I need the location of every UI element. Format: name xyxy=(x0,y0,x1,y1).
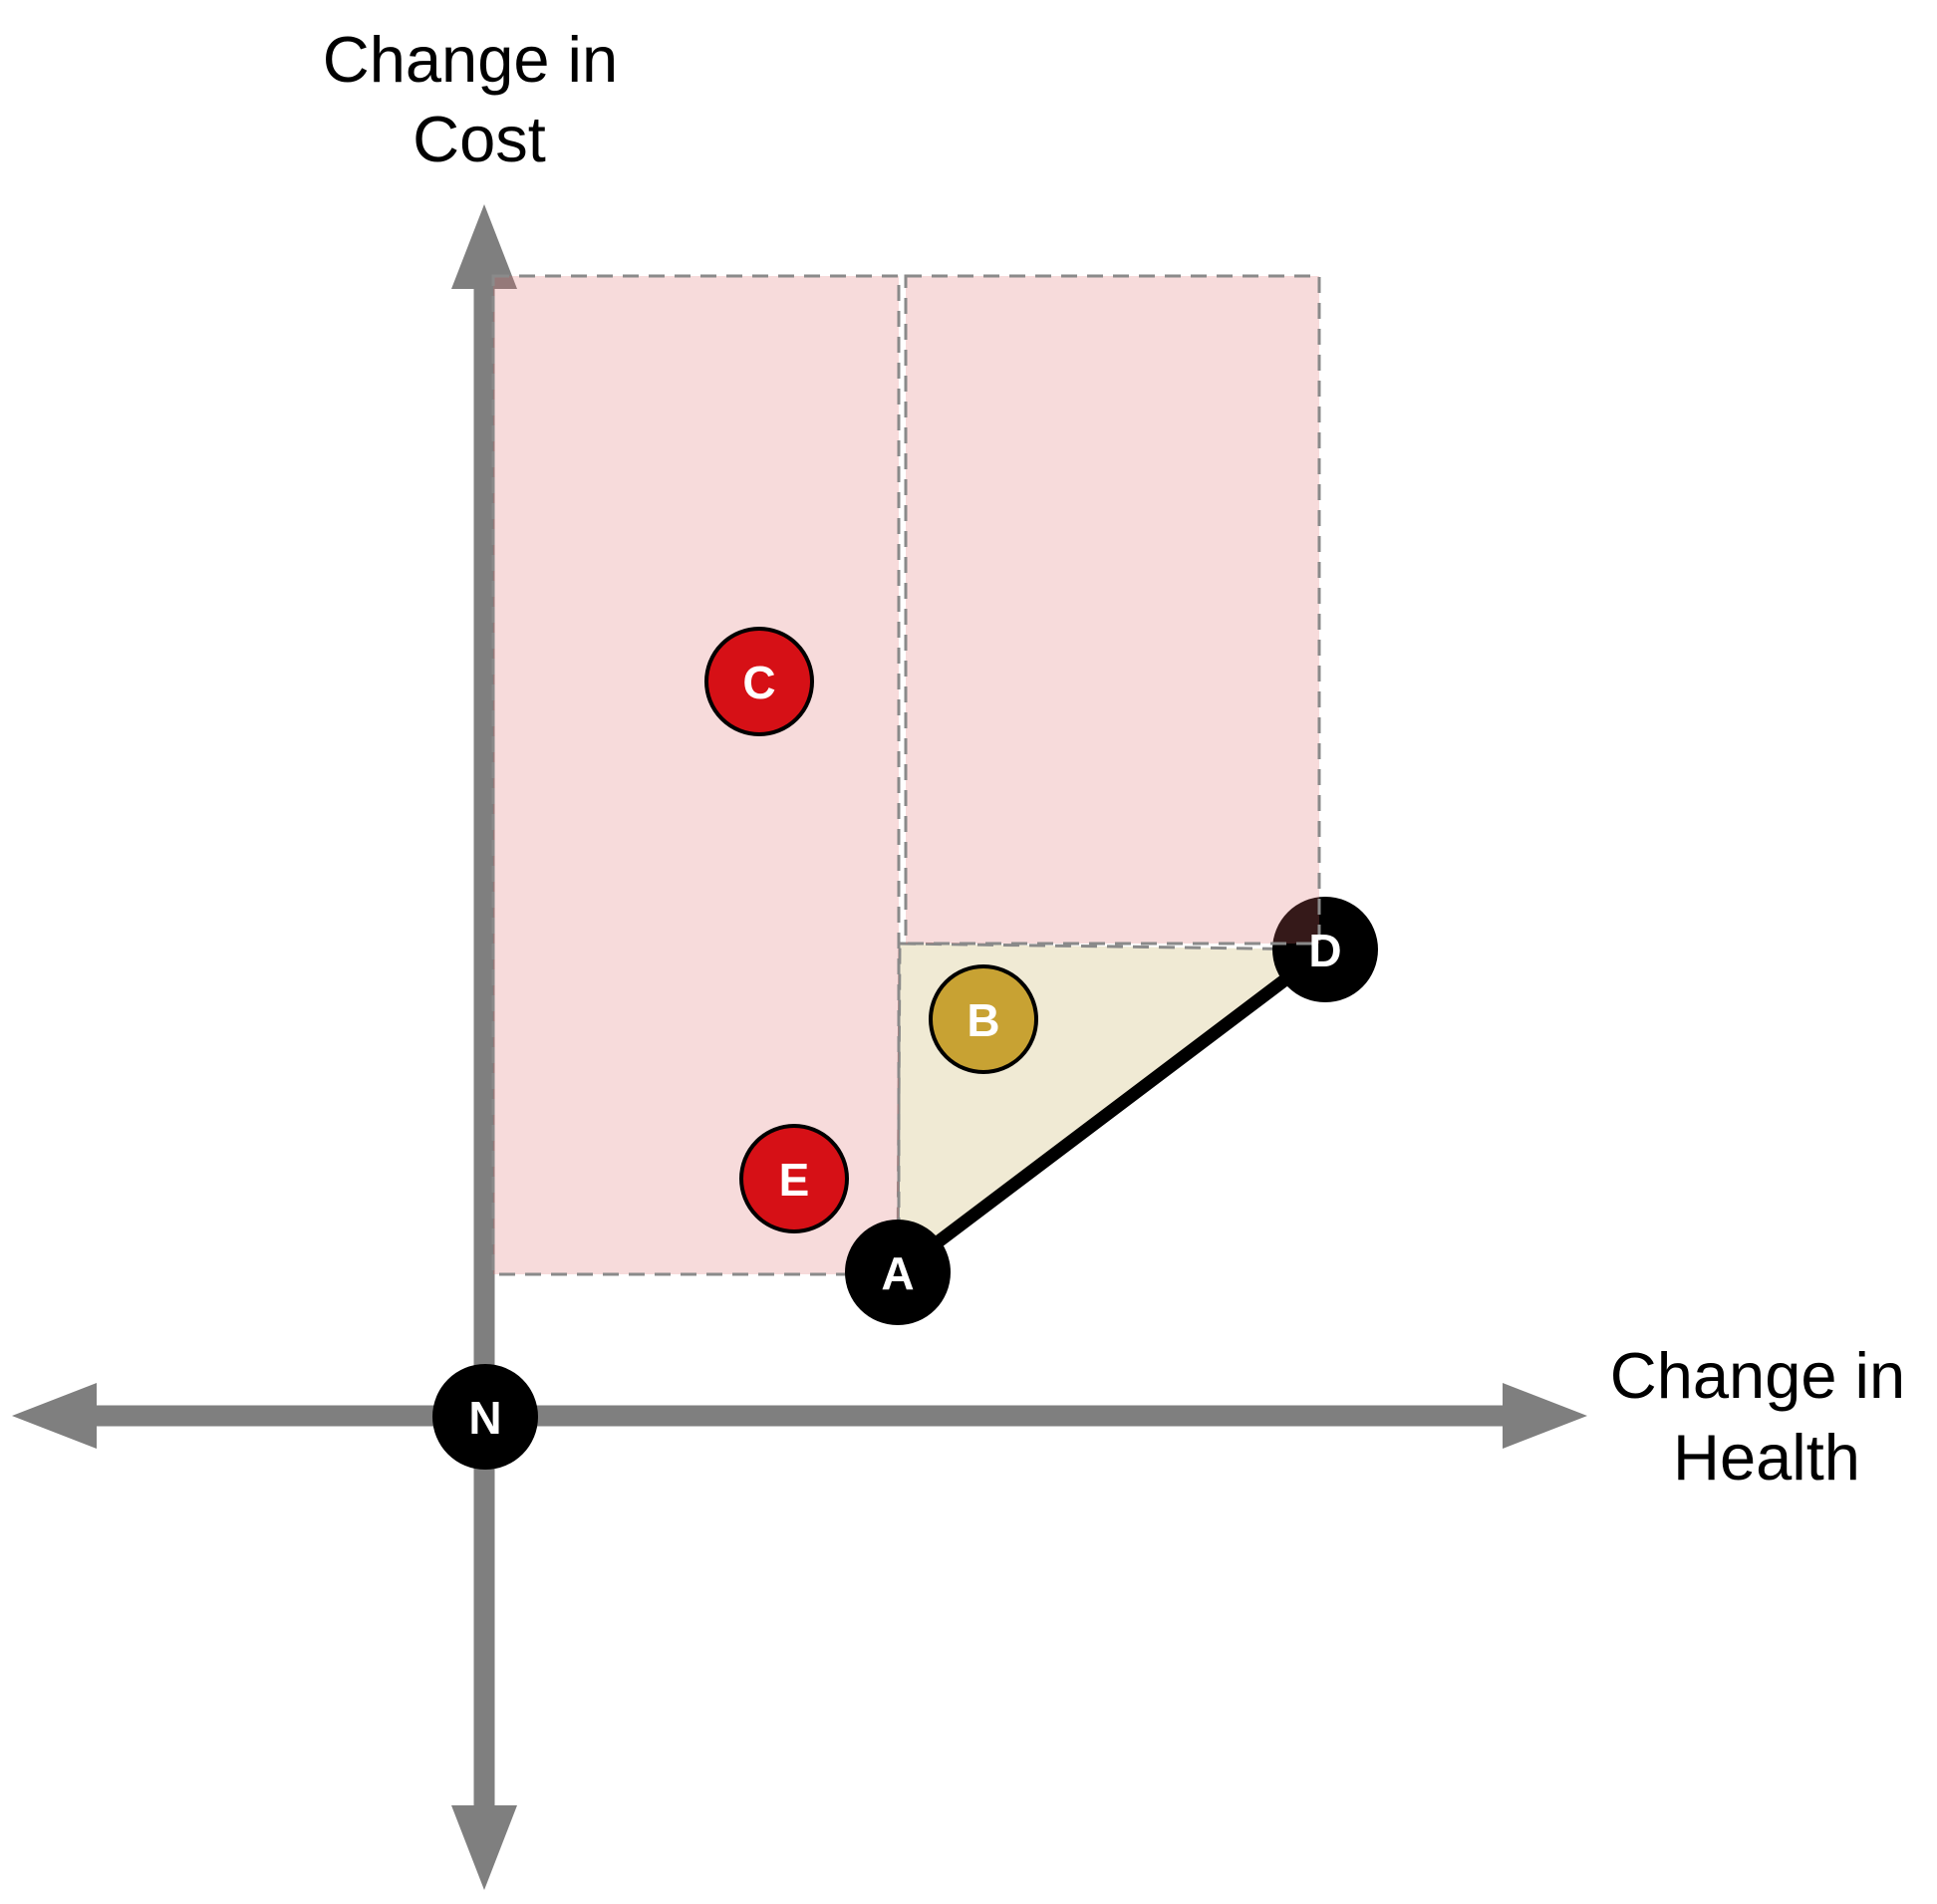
x-axis-title-line2: Health xyxy=(1673,1421,1860,1494)
node-E-circle xyxy=(739,1124,849,1233)
node-C-circle xyxy=(704,627,814,736)
node-A-circle xyxy=(845,1220,951,1325)
node-B-circle xyxy=(929,964,1038,1074)
axes xyxy=(12,204,1587,1890)
line-A-to-D xyxy=(891,943,1332,1279)
dominated-region-fill-1 xyxy=(493,276,899,1274)
node-A-label: A xyxy=(881,1247,914,1299)
x-axis-title: Change in Health xyxy=(1610,1339,1923,1494)
node-N-label: N xyxy=(468,1392,501,1444)
y-axis-title-line1: Change in xyxy=(323,23,618,96)
y-axis-title: Change in Cost xyxy=(323,23,636,175)
node-D-label: D xyxy=(1308,925,1341,976)
node-B-label: B xyxy=(967,994,999,1046)
y-axis-arrowhead-bottom-icon xyxy=(451,1805,517,1890)
x-axis-title-line1: Change in xyxy=(1610,1339,1905,1412)
dominated-region-fill-2 xyxy=(906,276,1319,944)
node-N-circle xyxy=(432,1364,538,1470)
x-axis-arrowhead-left-icon xyxy=(12,1383,97,1449)
plot-content: N A B C D E xyxy=(432,274,1378,1470)
dominated-region-border-1 xyxy=(491,274,901,1276)
y-axis-title-line2: Cost xyxy=(413,103,546,175)
node-E-label: E xyxy=(779,1154,810,1206)
node-C-label: C xyxy=(742,657,775,708)
x-axis-arrowhead-right-icon xyxy=(1503,1383,1587,1449)
dominated-region-border-2 xyxy=(904,274,1321,946)
y-axis-arrowhead-top-icon xyxy=(451,204,517,289)
